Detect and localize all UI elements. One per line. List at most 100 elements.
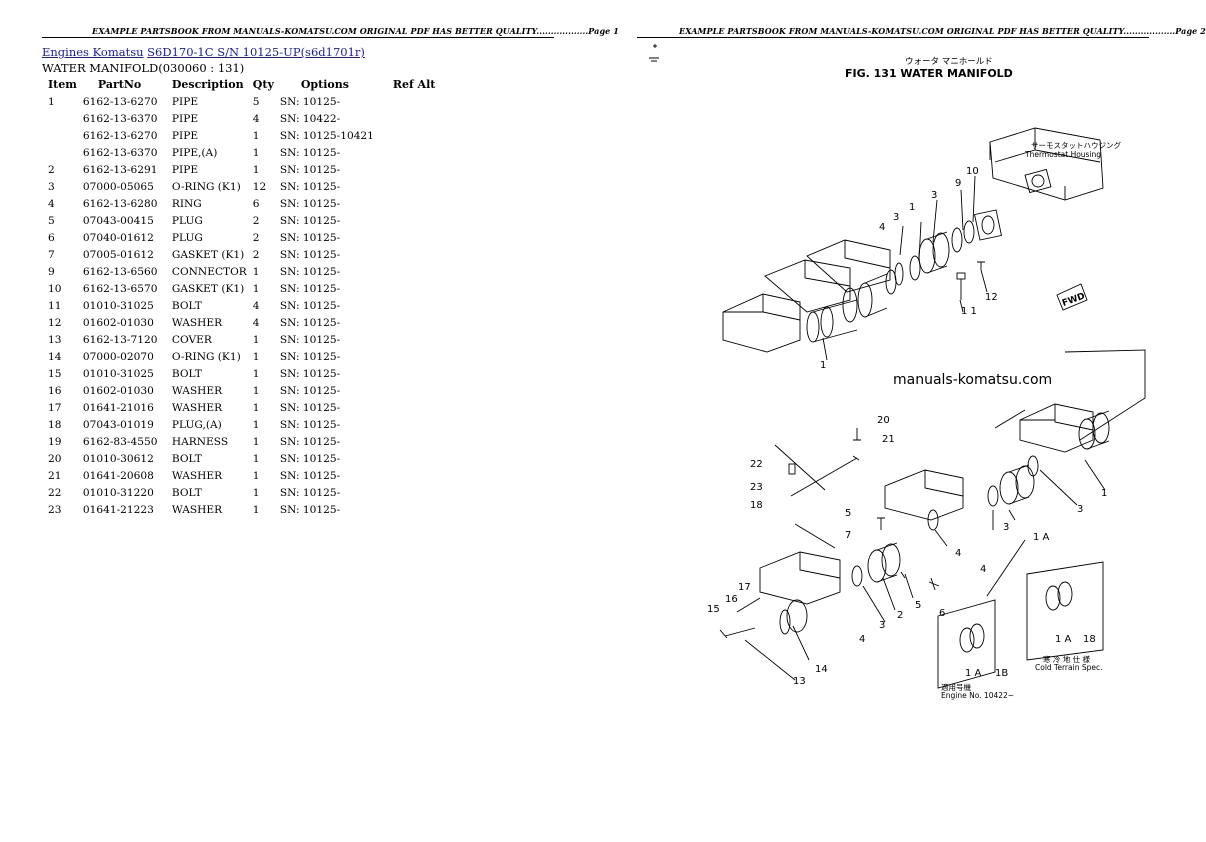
page-1: EXAMPLE PARTSBOOK FROM MANUALS-KOMATSU.C… [0, 0, 619, 842]
callout-5: 5 [915, 600, 921, 611]
cell-qty: 4 [252, 112, 260, 125]
callout-4: 4 [980, 564, 986, 575]
cell-qty: 1 [252, 282, 260, 295]
cell-item [42, 144, 80, 161]
cell-qty: 5 [252, 95, 260, 108]
breadcrumb-link-model[interactable]: S6D170-1C S/N 10125-UP(s6d1701r) [147, 45, 365, 59]
cell-qty: 1 [252, 163, 260, 176]
cell-description: WASHER [171, 384, 223, 397]
cell-item: 20 [48, 452, 62, 465]
cell-description: BOLT [171, 367, 202, 380]
cell-qty: 2 [252, 248, 260, 261]
parts-table: Item PartNo Description Qty Options Ref … [42, 76, 440, 518]
cell-description: PIPE [171, 95, 199, 108]
cell-item: 10 [48, 282, 62, 295]
callout-16: 16 [725, 594, 738, 605]
header-rule [637, 37, 1149, 38]
cell-options: SN: 10125- [279, 180, 341, 193]
cell-item: 4 [48, 197, 55, 210]
callout-7: 7 [845, 530, 851, 541]
cell-partno: 6162-13-6570 [82, 282, 158, 295]
callout-4: 4 [879, 222, 885, 233]
cell-refalt [390, 314, 440, 331]
page-header: EXAMPLE PARTSBOOK FROM MANUALS-KOMATSU.C… [92, 26, 619, 36]
callout-3: 3 [931, 190, 937, 201]
cell-partno: 01010-31220 [82, 486, 154, 499]
callout-4: 4 [859, 634, 865, 645]
callout-3: 3 [1003, 522, 1009, 533]
cell-refalt [390, 297, 440, 314]
cell-item: 12 [48, 316, 62, 329]
cell-options: SN: 10422- [279, 112, 341, 125]
cell-refalt [390, 416, 440, 433]
cell-partno: 6162-13-7120 [82, 333, 158, 346]
cell-options: SN: 10125- [279, 95, 341, 108]
figure-title: FIG. 131 WATER MANIFOLD [845, 67, 1013, 80]
cell-partno: 01641-20608 [82, 469, 154, 482]
col-partno: PartNo [97, 78, 142, 91]
cell-partno: 07000-05065 [82, 180, 154, 193]
cell-item: 17 [48, 401, 62, 414]
cell-partno: 01602-01030 [82, 384, 154, 397]
cell-options: SN: 10125- [279, 163, 341, 176]
cell-qty: 1 [252, 265, 260, 278]
cell-item: 18 [48, 418, 62, 431]
cell-description: PIPE,(A) [171, 146, 218, 159]
cell-partno: 6162-13-6370 [82, 146, 158, 159]
cell-refalt [390, 365, 440, 382]
cell-qty: 4 [252, 299, 260, 312]
cell-options: SN: 10125- [279, 452, 341, 465]
cell-item: 3 [48, 180, 55, 193]
cell-item: 22 [48, 486, 62, 499]
page-header: EXAMPLE PARTSBOOK FROM MANUALS-KOMATSU.C… [679, 26, 1206, 36]
cell-qty: 6 [252, 197, 260, 210]
cell-item: 21 [48, 469, 62, 482]
breadcrumb-link-engines[interactable]: Engines Komatsu [42, 45, 144, 59]
cell-partno: 01010-31025 [82, 367, 154, 380]
cell-qty: 1 [252, 503, 260, 516]
callout-3: 3 [893, 212, 899, 223]
cell-options: SN: 10125- [279, 418, 341, 431]
cell-qty: 1 [252, 367, 260, 380]
page-2: EXAMPLE PARTSBOOK FROM MANUALS-KOMATSU.C… [595, 0, 1206, 842]
cell-qty: 12 [252, 180, 267, 193]
cell-refalt [390, 144, 440, 161]
col-qty: Qty [252, 78, 274, 91]
cell-description: PLUG,(A) [171, 418, 222, 431]
figure-title-jp: ウォータ マニホールド [905, 57, 993, 67]
callout-11: 1 1 [961, 306, 977, 317]
cell-qty: 1 [252, 129, 260, 142]
cell-qty: 1 [252, 350, 260, 363]
cell-description: PLUG [171, 214, 203, 227]
cell-refalt [390, 229, 440, 246]
cell-item: 23 [48, 503, 62, 516]
fwd-marker: FWD [1061, 291, 1087, 308]
cell-qty: 1 [252, 486, 260, 499]
cell-qty: 1 [252, 469, 260, 482]
callout-2: 2 [897, 610, 903, 621]
cold-spec-label: Cold Terrain Spec. [1035, 663, 1102, 672]
cell-options: SN: 10125- [279, 503, 341, 516]
cell-qty: 1 [252, 435, 260, 448]
cell-options: SN: 10125- [279, 282, 341, 295]
cell-qty: 1 [252, 452, 260, 465]
cell-refalt [390, 450, 440, 467]
cell-refalt [390, 280, 440, 297]
watermark: manuals-komatsu.com [893, 372, 1052, 388]
engine-jp: 適用号機 [941, 682, 971, 692]
cell-description: RING [171, 197, 202, 210]
cell-refalt [390, 110, 440, 127]
callout-5: 5 [845, 508, 851, 519]
cell-refalt [390, 399, 440, 416]
thermostat-jp: サーモスタットハウジング [1031, 140, 1121, 150]
